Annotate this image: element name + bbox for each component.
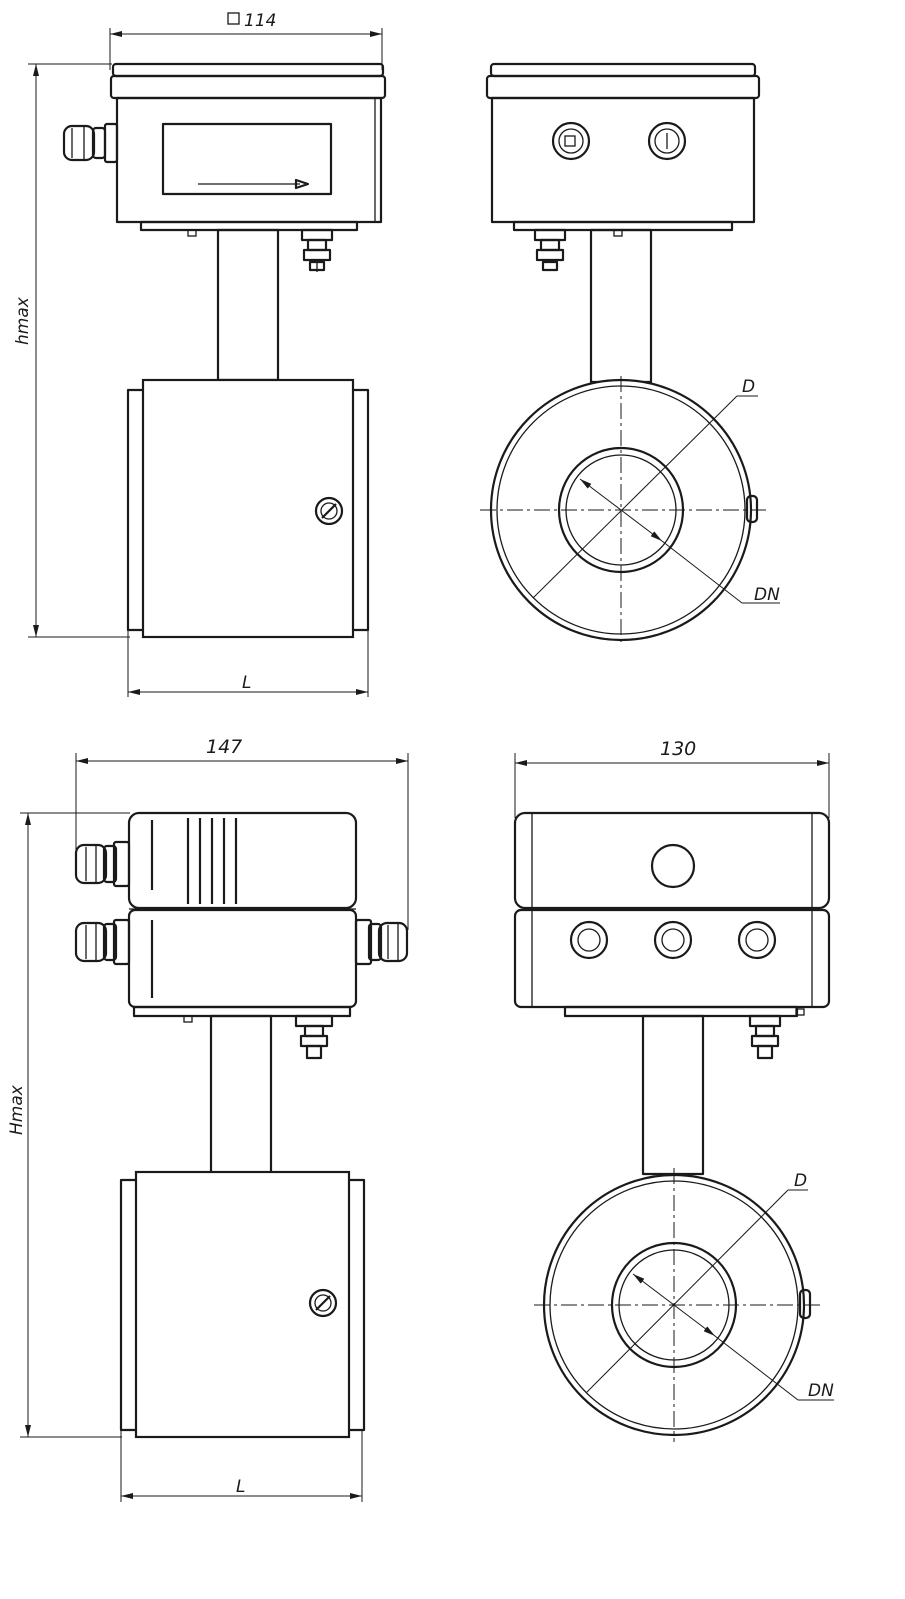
dimension-length: L bbox=[127, 630, 369, 697]
ground-terminal-remote-front bbox=[748, 1014, 782, 1060]
connector-left-icon bbox=[551, 121, 591, 161]
box-size-label: 114 bbox=[244, 11, 276, 31]
dimension-box-size: 114 bbox=[109, 11, 383, 70]
d-remote-label: D bbox=[794, 1171, 807, 1191]
length-label: L bbox=[242, 673, 251, 693]
d-label: D bbox=[742, 377, 755, 397]
connector-right-icon bbox=[647, 121, 687, 161]
neck-remote-front bbox=[641, 1014, 705, 1176]
dimension-width-130: 130 bbox=[514, 738, 830, 818]
screw-icon bbox=[321, 503, 337, 519]
view-compact-front: D DN bbox=[480, 62, 780, 646]
hmax-label: hmax bbox=[13, 296, 33, 345]
view-remote-front: 130 bbox=[513, 738, 834, 1442]
sensor-body-remote bbox=[119, 1170, 366, 1439]
dimension-hmax-total: Hmax bbox=[7, 812, 130, 1438]
view-remote-side: 147 Hmax bbox=[7, 736, 409, 1502]
dn-label: DN bbox=[754, 585, 780, 605]
flange-remote-front: D DN bbox=[534, 1168, 834, 1442]
connector-b-icon bbox=[653, 920, 693, 960]
square-symbol-icon bbox=[227, 12, 240, 25]
remote-housing-front bbox=[513, 811, 831, 1018]
ground-terminal bbox=[300, 228, 334, 272]
length-remote-label: L bbox=[236, 1477, 245, 1497]
ground-terminal-remote bbox=[294, 1014, 334, 1060]
converter-housing bbox=[109, 62, 387, 237]
cable-gland-right bbox=[354, 918, 409, 966]
width-130-label: 130 bbox=[660, 738, 696, 760]
flow-arrow-icon bbox=[294, 178, 310, 190]
sensor-body bbox=[126, 378, 370, 639]
width-147-label: 147 bbox=[206, 736, 242, 758]
converter-housing-front bbox=[485, 62, 761, 237]
ground-terminal-front bbox=[533, 228, 567, 272]
dimension-hmax: hmax bbox=[13, 63, 130, 638]
remote-housing bbox=[127, 811, 358, 1023]
cable-gland-lower bbox=[74, 918, 131, 966]
neck-remote bbox=[209, 1014, 273, 1176]
hmax-total-label: Hmax bbox=[7, 1084, 27, 1135]
dn-remote-label: DN bbox=[808, 1381, 834, 1401]
flange-front: D DN bbox=[480, 376, 780, 646]
dimension-width-147: 147 bbox=[75, 736, 409, 930]
neck bbox=[216, 228, 280, 382]
cable-gland bbox=[62, 122, 119, 164]
display-port-icon bbox=[650, 843, 696, 889]
connector-a-icon bbox=[569, 920, 609, 960]
view-compact-side: 114 hmax bbox=[13, 11, 387, 697]
screw-remote-icon bbox=[315, 1295, 331, 1311]
neck-front bbox=[589, 228, 653, 384]
display-window bbox=[161, 122, 333, 196]
connector-c-icon bbox=[737, 920, 777, 960]
cable-gland-upper bbox=[74, 840, 131, 888]
dimension-length-remote: L bbox=[120, 1430, 363, 1502]
